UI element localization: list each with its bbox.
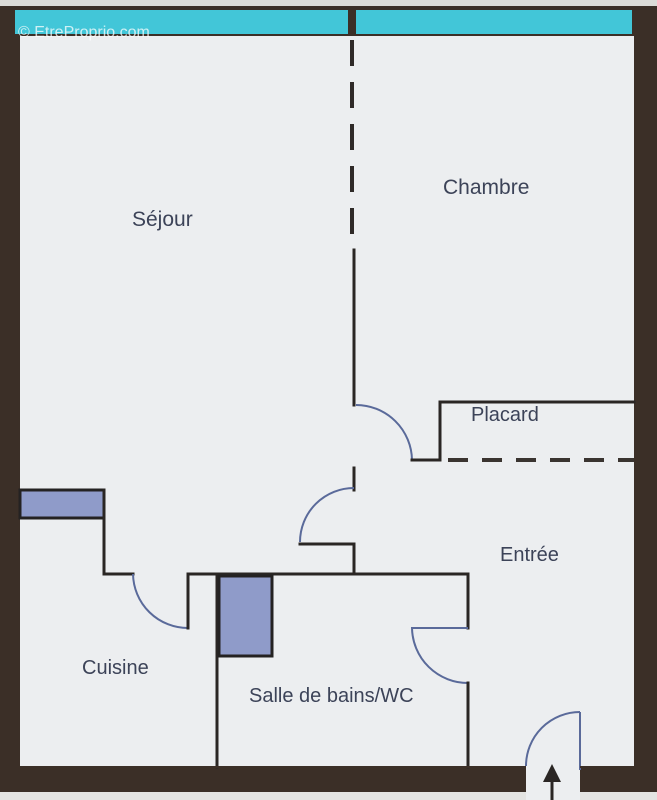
room-label-cuisine: Cuisine (82, 657, 149, 679)
watermark: © EtreProprio.com (18, 24, 150, 41)
window-sejour (15, 10, 348, 34)
placard-wall (438, 400, 636, 462)
room-label-entree: Entrée (500, 544, 559, 566)
room-label-sejour: Séjour (132, 208, 193, 231)
window-chambre (356, 10, 632, 34)
door-salle-de-bains (410, 627, 469, 684)
wall-sejour-cuisine (102, 488, 135, 576)
bathroom-fixture (217, 574, 274, 658)
door-cuisine (132, 573, 189, 629)
room-label-salle-de-bains: Salle de bains/WC (249, 685, 414, 707)
door-chambre (355, 404, 413, 461)
door-entree (525, 711, 581, 767)
room-label-chambre: Chambre (443, 176, 530, 199)
kitchen-counter (18, 488, 106, 520)
room-label-placard: Placard (471, 404, 539, 426)
door-sejour (299, 487, 355, 543)
entrance-arrow-icon (543, 764, 561, 800)
